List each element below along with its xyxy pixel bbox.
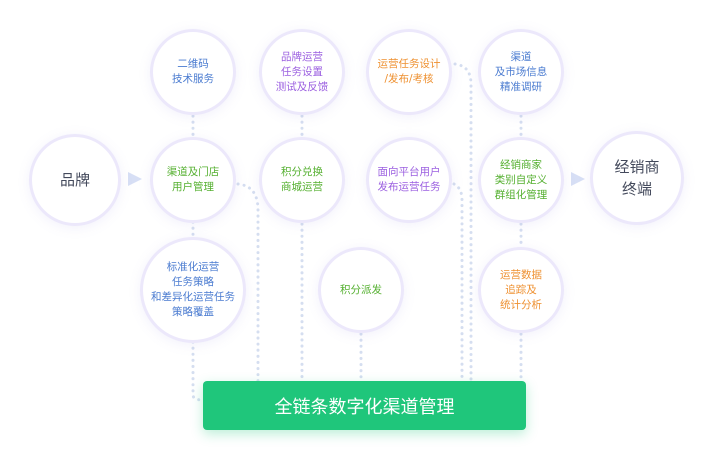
bar-label: 全链条数字化渠道管理 xyxy=(274,396,455,418)
node-text: 面向平台用户 xyxy=(377,166,441,178)
node-text: 统计分析 xyxy=(500,298,542,311)
node-text: 类别自定义 xyxy=(494,173,548,186)
node-text: 精准调研 xyxy=(500,80,542,93)
node-text: 和差异化运营任务 xyxy=(151,291,235,303)
node-text: 测试及反馈 xyxy=(275,80,329,93)
node-text: 追踪及 xyxy=(505,283,537,296)
node-text: 渠道及门店 xyxy=(166,166,220,178)
node-text: 经销商家 xyxy=(500,158,542,171)
node-text: 积分派发 xyxy=(340,283,382,296)
arrow-icon xyxy=(128,172,142,186)
node-text: 任务策略 xyxy=(172,276,214,288)
points-mall-node: 积分兑换 商城运营 xyxy=(259,137,345,223)
node-text: 二维码 xyxy=(177,58,209,70)
node-text: 经销商 xyxy=(614,158,660,176)
points-dispatch-node: 积分派发 xyxy=(318,247,404,333)
node-text: 发布运营任务 xyxy=(377,181,441,193)
task-design-node: 运营任务设计 /发布/考核 xyxy=(366,29,452,115)
platform-users-node: 面向平台用户 发布运营任务 xyxy=(366,137,452,223)
arrow-icon xyxy=(571,172,585,186)
brand-node: 品牌 xyxy=(29,134,121,226)
node-text: 任务设置 xyxy=(281,65,323,78)
node-text: /发布/考核 xyxy=(384,73,434,85)
node-text: 技术服务 xyxy=(172,73,214,85)
node-text: 群组化管理 xyxy=(494,188,548,201)
channel-store-node: 渠道及门店 用户管理 xyxy=(150,137,236,223)
standard-ops-node: 标准化运营 任务策略 和差异化运营任务 策略覆盖 xyxy=(140,237,246,343)
node-text: 策略覆盖 xyxy=(172,306,214,318)
brand-ops-node: 品牌运营 任务设置 测试及反馈 xyxy=(259,29,345,115)
node-text: 商城运营 xyxy=(281,181,323,193)
qr-node: 二维码 技术服务 xyxy=(150,29,236,115)
dealer-group-node: 经销商家 类别自定义 群组化管理 xyxy=(478,137,564,223)
node-text: 运营数据 xyxy=(500,268,542,281)
market-research-node: 渠道 及市场信息 精准调研 xyxy=(478,29,564,115)
data-tracking-node: 运营数据 追踪及 统计分析 xyxy=(478,247,564,333)
node-text: 积分兑换 xyxy=(281,166,323,178)
node-text: 用户管理 xyxy=(172,181,214,193)
node-text: 品牌 xyxy=(59,171,90,189)
node-text: 运营任务设计 xyxy=(377,58,441,70)
node-text: 终端 xyxy=(621,180,652,198)
node-text: 渠道 xyxy=(510,50,532,63)
node-text: 及市场信息 xyxy=(494,65,548,78)
full-chain-channel-management-bar: 全链条数字化渠道管理 xyxy=(203,381,526,430)
terminal-node: 经销商 终端 xyxy=(590,131,684,225)
node-text: 品牌运营 xyxy=(281,50,323,63)
node-text: 标准化运营 xyxy=(166,261,220,273)
